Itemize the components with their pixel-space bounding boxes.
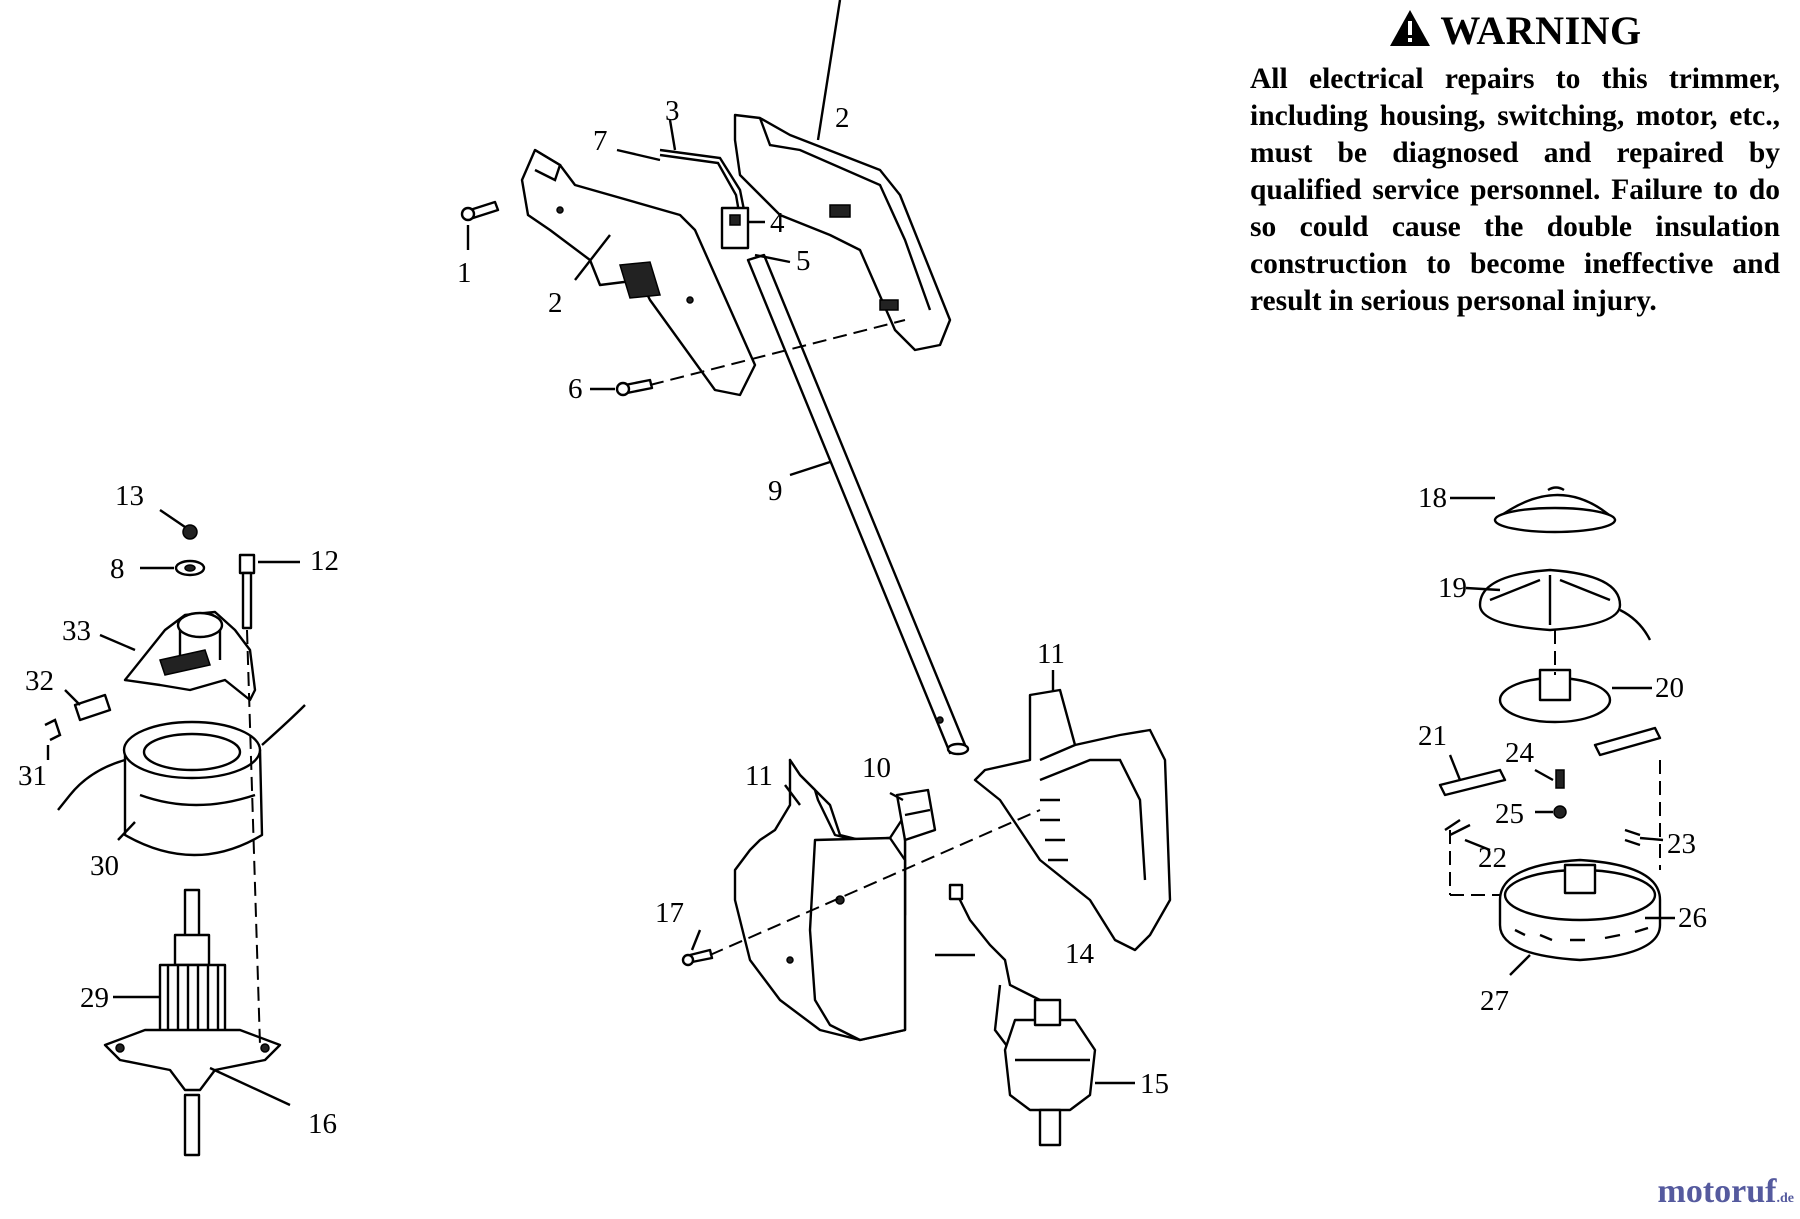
part-label-33: 33 bbox=[62, 615, 91, 647]
part-labels: 1 2 2 3 4 5 6 7 8 9 10 11 11 12 13 14 15… bbox=[18, 95, 1707, 1140]
clip-23 bbox=[1624, 828, 1641, 847]
warning-title: WARNING bbox=[1440, 8, 1642, 53]
part-label-16: 16 bbox=[308, 1108, 337, 1140]
part-label-13: 13 bbox=[115, 480, 144, 512]
warning-text: All electrical repairs to this trimmer, … bbox=[1250, 63, 1780, 317]
warning-notice: WARNING All electrical repairs to this t… bbox=[1250, 8, 1780, 320]
housing-26 bbox=[1498, 858, 1662, 962]
part-label-25: 25 bbox=[1495, 798, 1524, 830]
handle-half-left bbox=[520, 148, 757, 397]
spool-cover-18 bbox=[1493, 486, 1617, 534]
clip-10 bbox=[895, 788, 937, 842]
wire-14 bbox=[948, 883, 1041, 1051]
switch-4 bbox=[720, 206, 750, 250]
bolt-12 bbox=[238, 553, 256, 630]
part-label-11-right: 11 bbox=[1037, 638, 1065, 670]
clip-22 bbox=[1444, 819, 1471, 837]
pin-24 bbox=[1555, 769, 1565, 789]
part-label-18: 18 bbox=[1418, 482, 1447, 514]
part-label-27: 27 bbox=[1480, 985, 1509, 1017]
part-label-10: 10 bbox=[862, 752, 891, 784]
part-label-26: 26 bbox=[1678, 902, 1707, 934]
washer-8 bbox=[174, 559, 206, 577]
watermark-name: motoruf bbox=[1657, 1173, 1777, 1210]
part-label-2-left: 2 bbox=[548, 287, 563, 319]
leader-lines bbox=[46, 0, 1675, 1107]
handle-half-right bbox=[733, 113, 952, 352]
part-label-19: 19 bbox=[1438, 572, 1467, 604]
part-label-14: 14 bbox=[1065, 938, 1095, 970]
bracket-33 bbox=[123, 610, 257, 702]
part-label-22: 22 bbox=[1478, 842, 1507, 874]
part-label-6: 6 bbox=[568, 373, 583, 405]
warning-triangle-icon bbox=[1390, 10, 1431, 46]
part-label-17: 17 bbox=[655, 897, 684, 929]
housing-right bbox=[973, 688, 1172, 952]
part-label-20: 20 bbox=[1655, 672, 1684, 704]
housing-left bbox=[733, 758, 907, 1042]
nut-13 bbox=[182, 524, 198, 540]
part-label-32: 32 bbox=[25, 665, 54, 697]
handle-screw-1 bbox=[460, 200, 500, 222]
spool-19 bbox=[1478, 568, 1652, 641]
part-label-1: 1 bbox=[457, 257, 472, 289]
part-label-21: 21 bbox=[1418, 720, 1447, 752]
warning-heading: WARNING bbox=[1250, 8, 1780, 53]
part-label-7: 7 bbox=[593, 125, 608, 157]
part-label-4: 4 bbox=[770, 207, 785, 239]
screw-17 bbox=[681, 948, 714, 967]
armature-29 bbox=[158, 888, 227, 1157]
part-label-15: 15 bbox=[1140, 1068, 1169, 1100]
spring-25 bbox=[1553, 805, 1567, 819]
part-label-9: 9 bbox=[768, 475, 783, 507]
part-label-12: 12 bbox=[310, 545, 339, 577]
endcap-16 bbox=[103, 1028, 282, 1092]
brush-32 bbox=[73, 693, 112, 722]
hub-20 bbox=[1498, 668, 1612, 724]
part-label-5: 5 bbox=[796, 245, 811, 277]
part-label-23: 23 bbox=[1667, 828, 1696, 860]
clip-31 bbox=[44, 718, 62, 742]
part-label-30: 30 bbox=[90, 850, 119, 882]
watermark-logo: motoruf.de bbox=[1658, 1173, 1794, 1211]
handle-screw-6 bbox=[615, 378, 654, 397]
motor-15 bbox=[1003, 998, 1097, 1147]
blade-21 bbox=[1438, 726, 1662, 797]
part-label-24: 24 bbox=[1505, 737, 1535, 769]
part-label-31: 31 bbox=[18, 760, 47, 792]
part-label-2-right: 2 bbox=[835, 102, 850, 134]
part-label-11-left: 11 bbox=[745, 760, 773, 792]
part-label-3: 3 bbox=[665, 95, 680, 127]
stator-30 bbox=[57, 704, 306, 857]
watermark-suffix: .de bbox=[1776, 1191, 1795, 1206]
part-label-8: 8 bbox=[110, 553, 125, 585]
part-label-29: 29 bbox=[80, 982, 109, 1014]
trigger-wire-3 bbox=[659, 148, 747, 219]
assembly-lines bbox=[246, 319, 1661, 1046]
